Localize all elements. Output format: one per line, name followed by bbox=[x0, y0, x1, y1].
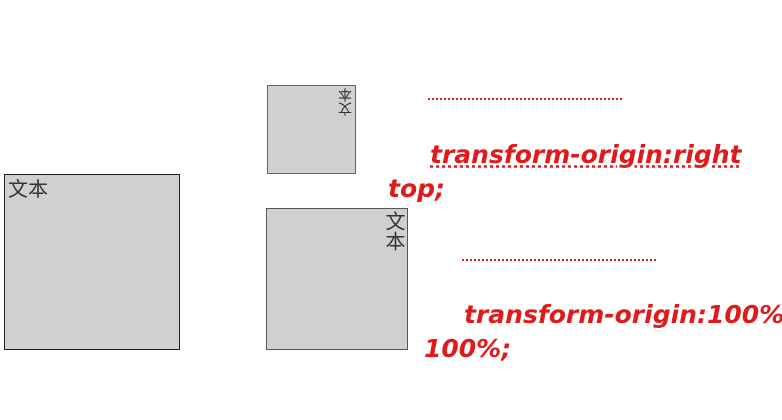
annotation-divider-2 bbox=[462, 259, 656, 261]
annotation-2-line-1: transform-origin:100% bbox=[464, 300, 782, 329]
demo-box-rotated-top: 文本 bbox=[267, 85, 356, 174]
annotation-1-line-2: top; bbox=[388, 174, 446, 203]
demo-box-rotated-bottom: 文本 bbox=[266, 208, 408, 350]
annotation-divider-1 bbox=[428, 98, 622, 100]
box-rotated-top-text: 文本 bbox=[338, 88, 354, 116]
demo-box-original: 文本 bbox=[4, 174, 180, 350]
box-original-text: 文本 bbox=[8, 177, 48, 201]
annotation-2-line-2: 100%; bbox=[424, 334, 512, 363]
box-rotated-bottom-text: 文本 bbox=[382, 211, 406, 251]
annotation-1-line-1: transform-origin:right bbox=[430, 140, 742, 169]
